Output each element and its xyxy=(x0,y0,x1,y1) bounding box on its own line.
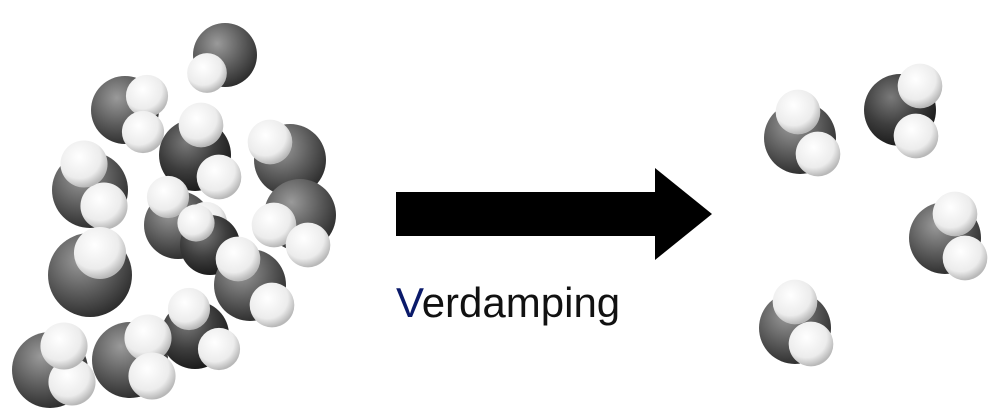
water-molecule xyxy=(247,119,326,196)
hydrogen-atom xyxy=(60,140,108,188)
water-molecule xyxy=(759,279,834,367)
liquid-water-cluster xyxy=(12,23,336,408)
water-molecule xyxy=(12,322,96,408)
process-arrow xyxy=(396,168,712,260)
hydrogen-atom xyxy=(146,175,190,219)
vapor-water-molecules xyxy=(759,63,988,367)
water-molecule xyxy=(52,140,128,230)
hydrogen-atom xyxy=(177,204,215,242)
hydrogen-atom xyxy=(128,352,176,400)
hydrogen-atom xyxy=(40,322,88,370)
water-molecule xyxy=(159,102,242,200)
hydrogen-atom xyxy=(187,53,227,93)
hydrogen-atom xyxy=(932,191,978,237)
hydrogen-atom xyxy=(197,327,241,371)
hydrogen-atom xyxy=(251,202,297,248)
water-molecule xyxy=(187,23,257,93)
hydrogen-atom xyxy=(125,74,169,118)
hydrogen-atom xyxy=(772,279,818,325)
hydrogen-atom xyxy=(893,113,939,159)
hydrogen-atom xyxy=(121,110,165,154)
hydrogen-atom xyxy=(124,314,172,362)
hydrogen-atom xyxy=(247,119,293,165)
hydrogen-atom xyxy=(788,321,834,367)
hydrogen-atom xyxy=(942,235,988,281)
water-molecule xyxy=(251,179,336,268)
water-molecule xyxy=(91,74,169,154)
water-molecule xyxy=(161,287,241,371)
hydrogen-atom xyxy=(795,131,841,177)
water-molecule xyxy=(48,226,132,317)
hydrogen-atom xyxy=(215,236,261,282)
hydrogen-atom xyxy=(897,63,943,109)
evaporation-label-rest: erdamping xyxy=(421,279,621,326)
hydrogen-atom xyxy=(249,282,295,328)
hydrogen-atom xyxy=(775,89,821,135)
hydrogen-atom xyxy=(167,287,211,331)
hydrogen-atom xyxy=(196,154,242,200)
evaporation-label: Verdamping xyxy=(396,282,620,324)
hydrogen-atom xyxy=(178,102,224,148)
water-molecule xyxy=(909,191,988,281)
hydrogen-atom xyxy=(73,226,127,280)
water-molecule xyxy=(864,63,943,159)
hydrogen-atom xyxy=(48,358,96,406)
water-molecule xyxy=(92,314,176,400)
water-molecule xyxy=(214,236,295,328)
water-molecule xyxy=(764,89,841,177)
hydrogen-atom xyxy=(285,222,331,268)
hydrogen-atom xyxy=(80,182,128,230)
evaporation-label-initial: V xyxy=(396,279,422,326)
